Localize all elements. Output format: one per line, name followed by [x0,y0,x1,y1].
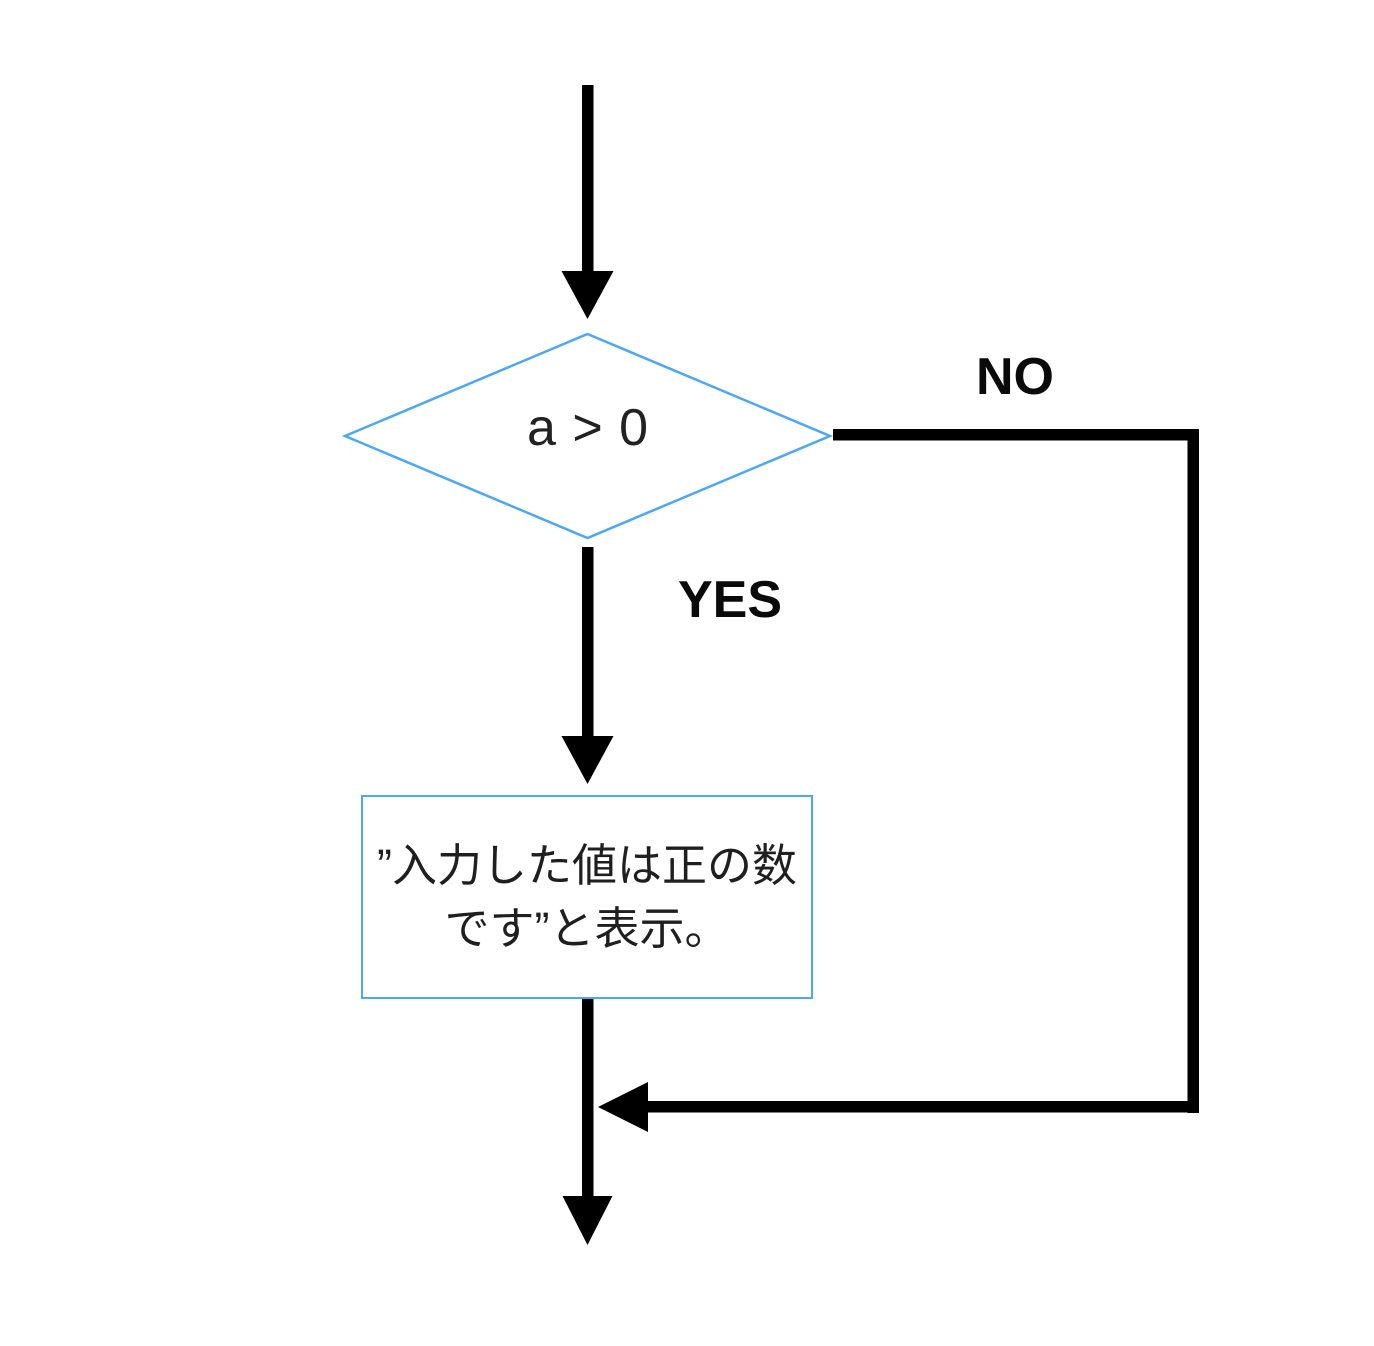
exit-arrow [562,997,613,1245]
process-text-line-2: です”と表示。 [444,903,730,954]
decision-condition-label: a > 0 [526,399,650,457]
decision-diamond [341,332,834,540]
process-text-line-1: ”入力した値は正の数 [377,840,797,891]
entry-arrow [561,85,614,319]
process-box: ”入力した値は正の数 です”と表示。 [361,795,813,999]
merge-arrowhead-icon [598,1082,648,1132]
no-branch-label: NO [976,348,1054,406]
yes-arrow [561,547,614,784]
yes-branch-label: YES [677,571,783,629]
no-connector-line [598,429,1199,1132]
